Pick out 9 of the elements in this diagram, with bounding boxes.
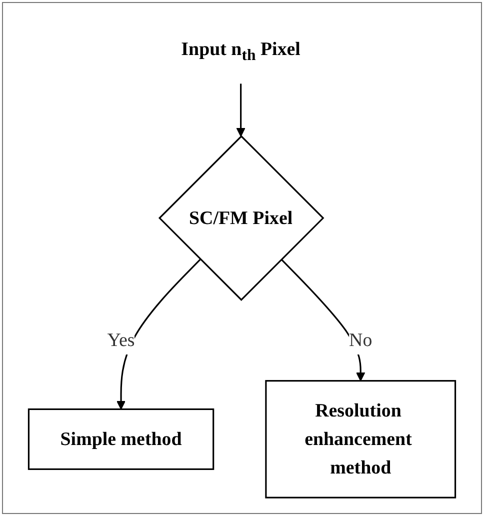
node-diamond (158, 134, 324, 300)
edge-label: Yes (107, 328, 135, 350)
node-text: Input n$_{th}$ Pixel (181, 38, 300, 64)
arrow (236, 83, 246, 136)
arrow (116, 258, 201, 410)
flowchart-drawing: Yes No Input n$_{th}$ Pixel SC/FM Pixel Simple method Resolution enhancement method (12, 10, 472, 506)
node-box (265, 380, 456, 498)
edge-label: No (349, 328, 372, 350)
node-box (28, 408, 214, 470)
